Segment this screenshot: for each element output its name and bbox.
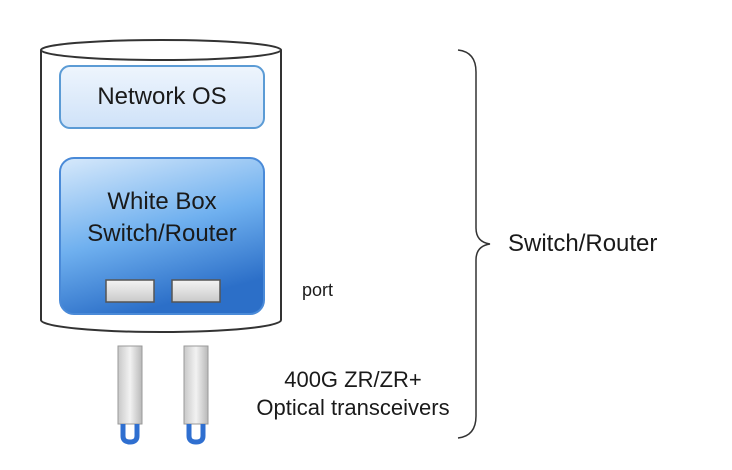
network-os-label: Network OS bbox=[97, 83, 227, 110]
curly-brace bbox=[457, 49, 491, 439]
port-label: port bbox=[302, 280, 334, 300]
switch-router-bracket-label: Switch/Router bbox=[508, 230, 658, 257]
network-os-box bbox=[59, 65, 265, 129]
transceiver-1 bbox=[117, 345, 143, 445]
white-box-label-line1: White Box bbox=[107, 188, 217, 215]
port-1 bbox=[105, 279, 155, 303]
white-box-label-line2: Switch/Router bbox=[87, 220, 237, 247]
optical-transceivers-label: 400G ZR/ZR+ Optical transceivers bbox=[228, 366, 478, 422]
white-box-label: White Box Switch/Router bbox=[60, 186, 264, 250]
white-box-switch bbox=[59, 157, 265, 315]
optical-label-line2: Optical transceivers bbox=[256, 395, 450, 420]
port-2 bbox=[171, 279, 221, 303]
optical-label-line1: 400G ZR/ZR+ bbox=[284, 367, 422, 392]
transceiver-2 bbox=[183, 345, 209, 445]
